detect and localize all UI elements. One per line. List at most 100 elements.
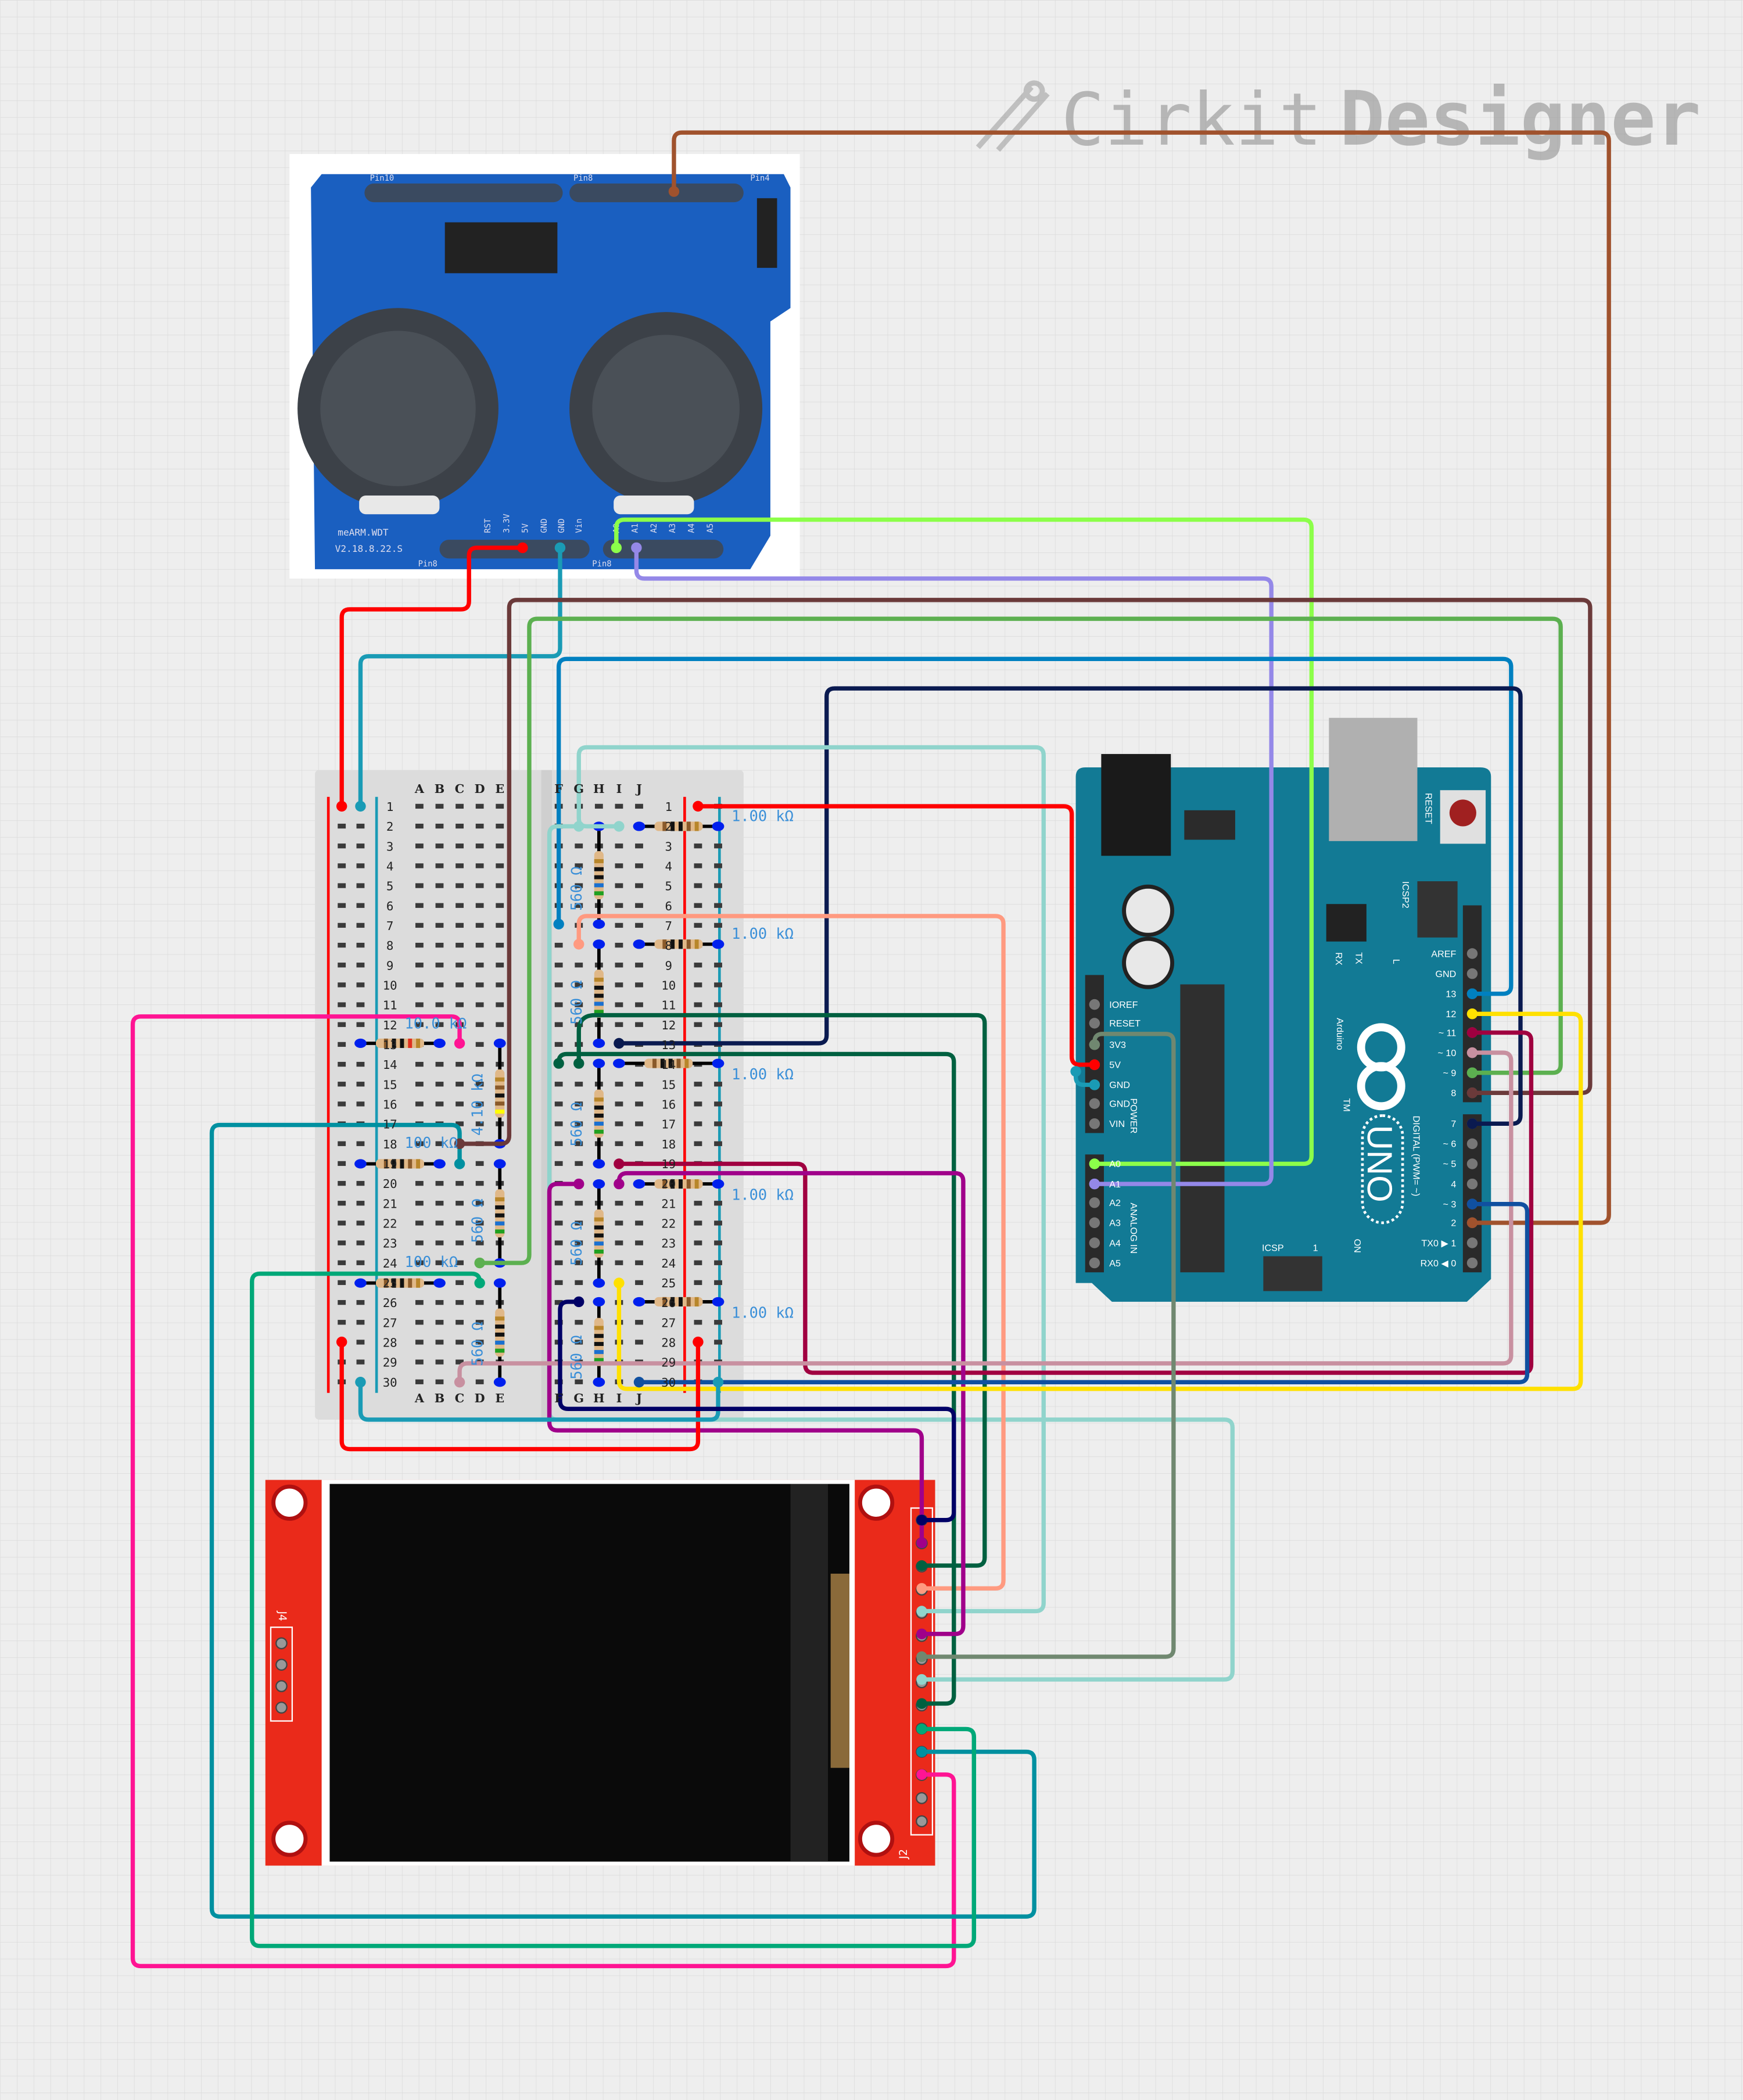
resistor[interactable] [493, 1038, 506, 1148]
breadboard-hole[interactable] [356, 1101, 365, 1107]
wire-endpoint[interactable] [336, 800, 347, 812]
breadboard-hole[interactable] [635, 963, 643, 968]
wire-gnd-arduino[interactable] [1073, 1069, 1097, 1087]
breadboard-hole[interactable] [356, 942, 365, 948]
wire-endpoint[interactable] [693, 800, 704, 812]
breadboard-hole[interactable] [714, 903, 722, 908]
wire-endpoint[interactable] [454, 1377, 465, 1388]
wire-endpoint[interactable] [916, 1746, 927, 1757]
breadboard-hole[interactable] [475, 883, 484, 888]
wire-endpoint[interactable] [1466, 1047, 1478, 1058]
breadboard-hole[interactable] [415, 963, 424, 968]
breadboard-hole[interactable] [475, 1240, 484, 1245]
resistor[interactable] [613, 1058, 725, 1068]
breadboard-hole[interactable] [475, 1161, 484, 1166]
breadboard-hole[interactable] [714, 1082, 722, 1087]
breadboard-hole[interactable] [356, 1340, 365, 1345]
breadboard-hole[interactable] [554, 1300, 563, 1305]
breadboard-hole[interactable] [435, 1340, 444, 1345]
breadboard-hole[interactable] [635, 1121, 643, 1126]
breadboard-hole[interactable] [635, 1340, 643, 1345]
breadboard-hole[interactable] [415, 1260, 424, 1265]
breadboard-hole[interactable] [475, 1220, 484, 1226]
breadboard-hole[interactable] [338, 963, 346, 968]
breadboard-hole[interactable] [694, 1280, 702, 1286]
breadboard-hole[interactable] [694, 1141, 702, 1146]
breadboard-hole[interactable] [635, 1141, 643, 1146]
breadboard-hole[interactable] [435, 803, 444, 809]
breadboard-hole[interactable] [615, 1141, 623, 1146]
wire-d2-link[interactable] [672, 130, 1611, 1225]
wire-endpoint[interactable] [554, 542, 566, 554]
breadboard-hole[interactable] [714, 1002, 722, 1007]
resistor[interactable] [493, 1278, 506, 1387]
breadboard-hole[interactable] [415, 1379, 424, 1384]
breadboard-hole[interactable] [415, 1220, 424, 1226]
breadboard-hole[interactable] [496, 883, 504, 888]
wire-endpoint[interactable] [454, 1038, 465, 1049]
breadboard-hole[interactable] [435, 1201, 444, 1206]
breadboard-hole[interactable] [714, 1240, 722, 1245]
wire-endpoint[interactable] [1466, 988, 1478, 999]
breadboard-hole[interactable] [415, 1002, 424, 1007]
breadboard-hole[interactable] [635, 1082, 643, 1087]
wire-endpoint[interactable] [668, 186, 680, 197]
breadboard-hole[interactable] [475, 1300, 484, 1305]
wire-endpoint[interactable] [614, 1158, 625, 1169]
wire-tft-purple[interactable] [616, 1171, 966, 1636]
breadboard-hole[interactable] [475, 922, 484, 928]
breadboard-hole[interactable] [575, 1161, 583, 1166]
breadboard-hole[interactable] [496, 903, 504, 908]
breadboard-hole[interactable] [356, 1002, 365, 1007]
wire-endpoint[interactable] [712, 1377, 724, 1388]
breadboard-hole[interactable] [575, 1379, 583, 1384]
breadboard-hole[interactable] [575, 883, 583, 888]
joystick-shield[interactable]: meARM.WDT V2.18.8.22.S Pin8 Pin8 Pin10 P… [289, 154, 800, 579]
breadboard-hole[interactable] [496, 922, 504, 928]
breadboard-hole[interactable] [338, 942, 346, 948]
breadboard-hole[interactable] [338, 823, 346, 829]
breadboard-hole[interactable] [635, 1201, 643, 1206]
wire-tft-darkgreen-2[interactable] [576, 1013, 987, 1568]
breadboard-hole[interactable] [635, 883, 643, 888]
breadboard-hole[interactable] [415, 803, 424, 809]
arduino-pin[interactable] [1466, 948, 1478, 959]
breadboard-hole[interactable] [338, 1101, 346, 1107]
breadboard-hole[interactable] [415, 1201, 424, 1206]
resistor[interactable] [633, 821, 725, 831]
arduino-pin[interactable] [1466, 1257, 1478, 1269]
breadboard-hole[interactable] [338, 1002, 346, 1007]
breadboard-hole[interactable] [475, 1320, 484, 1325]
breadboard-hole[interactable] [435, 843, 444, 849]
breadboard-hole[interactable] [714, 863, 722, 868]
wire-tft-darkgreen[interactable] [556, 1051, 956, 1706]
breadboard-hole[interactable] [456, 843, 464, 849]
breadboard-hole[interactable] [456, 883, 464, 888]
breadboard-hole[interactable] [338, 1141, 346, 1146]
breadboard-hole[interactable] [714, 1022, 722, 1027]
breadboard-hole[interactable] [694, 1022, 702, 1027]
breadboard-hole[interactable] [456, 903, 464, 908]
breadboard-hole[interactable] [456, 1220, 464, 1226]
breadboard-hole[interactable] [496, 823, 504, 829]
resistor[interactable] [633, 939, 725, 949]
breadboard-hole[interactable] [475, 1340, 484, 1345]
breadboard-hole[interactable] [435, 823, 444, 829]
breadboard-hole[interactable] [338, 1042, 346, 1047]
breadboard-hole[interactable] [635, 1002, 643, 1007]
breadboard-hole[interactable] [554, 1161, 563, 1166]
breadboard-hole[interactable] [496, 1002, 504, 1007]
breadboard-hole[interactable] [694, 883, 702, 888]
breadboard-hole[interactable] [575, 1141, 583, 1146]
breadboard-hole[interactable] [356, 1220, 365, 1226]
breadboard-hole[interactable] [554, 1082, 563, 1087]
wire-endpoint[interactable] [1089, 1039, 1100, 1050]
breadboard-hole[interactable] [338, 1082, 346, 1087]
wire-pin13[interactable] [556, 656, 1514, 996]
breadboard-hole[interactable] [694, 1082, 702, 1087]
breadboard-hole[interactable] [475, 1121, 484, 1126]
breadboard-hole[interactable] [475, 1002, 484, 1007]
breadboard-hole[interactable] [415, 1141, 424, 1146]
breadboard-hole[interactable] [435, 1359, 444, 1365]
breadboard-hole[interactable] [435, 1379, 444, 1384]
